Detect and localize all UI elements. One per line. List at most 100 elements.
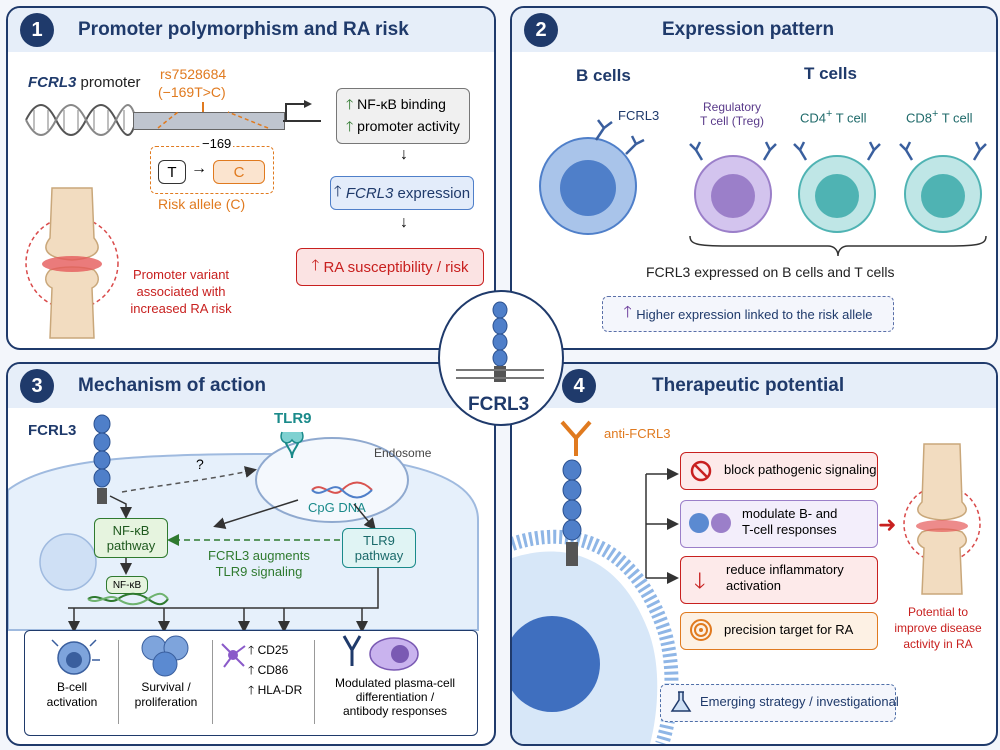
dna-strand-icon	[87, 592, 169, 606]
cd8-label: CD8+ T cell	[906, 108, 973, 125]
plasma-text: Modulated plasma-cell differentiation / …	[320, 676, 470, 718]
augment-line1: FCRL3 augments	[208, 548, 310, 563]
emerging-strategy-box	[660, 684, 896, 722]
hladr-up-arrow-icon: 🡑	[248, 683, 255, 697]
marker-cd86: 🡑 CD86	[248, 660, 302, 680]
outcome-line1: Potential to	[907, 605, 969, 619]
augment-line2: TLR9 signaling	[215, 564, 303, 579]
cd8-name: CD8	[906, 110, 933, 126]
promoter-label: FCRL3 promoter	[28, 74, 141, 91]
panel3-title: Mechanism of action	[78, 375, 266, 396]
ra-risk-text: RA susceptibility / risk	[323, 258, 469, 276]
nfkb-pathway-box: NF-κB pathway	[94, 518, 168, 558]
nfkb-binding-text: NF-κB binding	[357, 96, 446, 112]
cd25-up-arrow-icon: 🡑	[248, 643, 255, 657]
survival-line1: Survival /	[141, 680, 191, 694]
cpg-dna-label: CpG DNA	[308, 500, 366, 515]
b-cell-activation-icon	[51, 639, 100, 675]
allele-arrow-icon: →	[191, 160, 207, 177]
reduce-line1: reduce inflammatory	[726, 562, 844, 577]
cd8-plus: +	[932, 108, 939, 120]
dna-helix-icon	[25, 104, 137, 136]
promoter-activity-text: promoter activity	[357, 118, 460, 134]
cd4-t-cell-icon	[793, 141, 881, 233]
hladr-text: HLA-DR	[257, 683, 303, 697]
snp-id: rs7528684	[160, 66, 227, 82]
signaling-arrows	[68, 466, 379, 633]
treg-label: Regulatory T cell (Treg)	[692, 100, 772, 128]
option-modulate-text: modulate B- and T-cell responses	[742, 506, 837, 538]
flask-icon	[670, 691, 692, 712]
nfkb-pathway-line1: NF-κB	[112, 523, 150, 538]
tlr9-pathway-line1: TLR9	[363, 533, 395, 548]
panel-promoter-polymorphism: 1 Promoter polymorphism and RA risk FCRL…	[6, 6, 496, 350]
panel3-fcrl3-label: FCRL3	[28, 422, 77, 439]
plasma-line3: antibody responses	[342, 704, 448, 718]
snp-zoom-lines	[157, 102, 269, 129]
cd8-t-cell-icon	[899, 141, 987, 233]
joint-caption-line1: Promoter variant	[132, 267, 230, 282]
option-reduce-inflammation	[680, 556, 878, 604]
b-cell-activation-text: B-cell activation	[32, 680, 112, 710]
bcell-line1: B-cell	[56, 680, 87, 694]
reduce-line2: activation	[726, 578, 781, 593]
activity-up-arrow-icon: 🡑	[346, 118, 354, 134]
tlr9-pathway-box: TLR9 pathway	[342, 528, 416, 568]
tlr9-pathway-line2: pathway	[354, 548, 404, 563]
down-arrow-icon-2: ↓	[400, 214, 408, 231]
higher-expression-text: Higher expression linked to the risk all…	[636, 306, 873, 322]
b-and-t-cells-icon	[689, 513, 731, 533]
promoter-activity-effect: 🡑 promoter activity	[346, 116, 460, 140]
plasma-line2: differentiation /	[355, 690, 435, 704]
emerging-strategy-text: Emerging strategy / investigational	[700, 694, 899, 709]
panel3-number-badge: 3	[20, 369, 54, 403]
nfkb-pathway-line2: pathway	[106, 538, 156, 553]
block-icon	[690, 460, 712, 482]
joint-caption-line3: increased RA risk	[130, 301, 232, 316]
tlr9-label: TLR9	[274, 410, 312, 427]
endosome-label: Endosome	[374, 446, 432, 460]
panel2-title: Expression pattern	[662, 19, 835, 40]
survival-text: Survival / proliferation	[124, 680, 208, 710]
promoter-gene-name: FCRL3	[28, 74, 77, 91]
modulate-line2: T-cell responses	[742, 522, 837, 537]
treg-cell-icon	[689, 141, 777, 233]
b-cell-icon	[539, 119, 645, 235]
proliferation-cells-icon	[141, 635, 189, 677]
promoter-word: promoter	[80, 74, 141, 91]
panel1-title: Promoter polymorphism and RA risk	[78, 19, 409, 40]
antibody-plasma-cell-icon	[342, 635, 419, 671]
cd8-suffix: T cell	[941, 110, 973, 126]
expression-word: expression	[397, 184, 471, 202]
cd4-suffix: T cell	[835, 110, 867, 126]
unknown-link-question: ?	[196, 456, 204, 472]
panel1-title-bar	[8, 8, 494, 52]
panel-expression-pattern: 2 Expression pattern B cells T cells FCR…	[510, 6, 998, 350]
cell-membrane-icon	[512, 529, 679, 744]
marker-list: 🡑 CD25 🡑 CD86 🡑 HLA-DR	[248, 640, 302, 700]
panel4-number-badge: 4	[562, 369, 596, 403]
treg-label-line2: T cell (Treg)	[699, 114, 764, 128]
panel4-title: Therapeutic potential	[652, 375, 845, 396]
cd4-label: CD4+ T cell	[800, 108, 867, 125]
inflamed-joint-icon	[25, 187, 119, 339]
treg-label-line1: Regulatory	[702, 100, 762, 114]
panel2-title-bar	[512, 8, 996, 52]
allele-position: −169	[200, 136, 234, 151]
center-receptor-icon	[456, 301, 544, 382]
divider-3	[314, 640, 315, 724]
risk-allele-box: C	[213, 160, 265, 184]
fcrl3-receptor-label: FCRL3	[618, 108, 660, 123]
outcome-text: Potential to improve disease activity in…	[888, 604, 988, 652]
snp-change: (−169T>C)	[158, 84, 226, 100]
bcell-line2: activation	[46, 695, 98, 709]
target-icon	[690, 619, 712, 641]
augment-text: FCRL3 augments TLR9 signaling	[208, 548, 310, 580]
anti-fcrl3-antibody-icon	[560, 420, 592, 456]
anti-fcrl3-label: anti-FCRL3	[604, 426, 671, 441]
ra-risk-box: 🡑 RA susceptibility / risk	[296, 248, 484, 286]
survival-line2: proliferation	[134, 695, 198, 709]
fcrl3-receptor-icon	[93, 414, 111, 504]
expression-gene: FCRL3	[345, 184, 394, 202]
joint-caption: Promoter variant associated with increas…	[116, 266, 246, 317]
